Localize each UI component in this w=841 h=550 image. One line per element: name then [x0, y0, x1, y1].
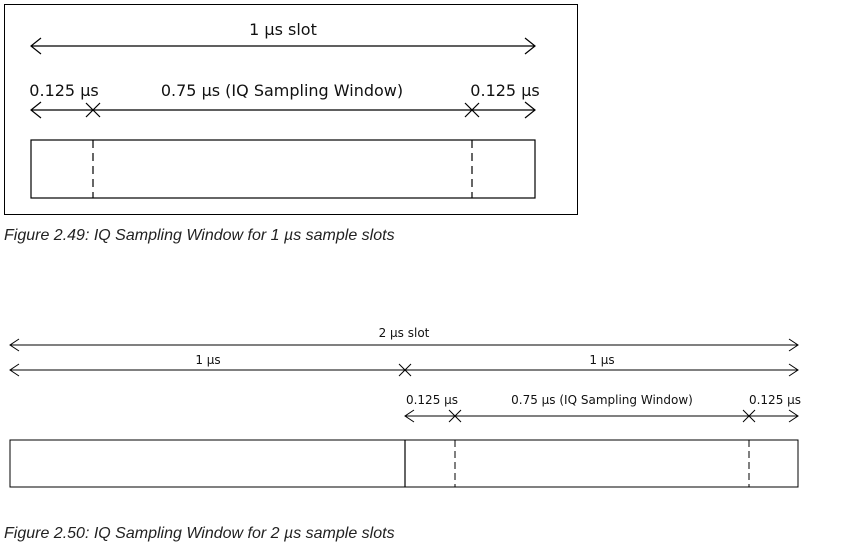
fig2-segment-arrows — [404, 409, 799, 423]
fig2-first-half-label: 1 µs — [195, 353, 220, 367]
fig1-slot-label: 1 µs slot — [249, 20, 317, 39]
fig1-slot-arrow — [30, 37, 536, 55]
figure-2-50-caption: Figure 2.50: IQ Sampling Window for 2 µs… — [4, 525, 395, 542]
fig1-window-label: 0.75 µs (IQ Sampling Window) — [161, 81, 403, 100]
fig2-slot-bar — [9, 439, 799, 488]
fig1-right-guard-label: 0.125 µs — [470, 81, 539, 100]
fig1-segment-arrows — [30, 101, 536, 119]
fig1-left-guard-label: 0.125 µs — [29, 81, 98, 100]
fig2-right-guard-label: 0.125 µs — [749, 393, 801, 407]
fig2-slot-label: 2 µs slot — [379, 326, 430, 340]
fig2-slot-arrow — [9, 338, 799, 352]
fig2-left-guard-label: 0.125 µs — [406, 393, 458, 407]
figure-2-49-caption: Figure 2.49: IQ Sampling Window for 1 µs… — [4, 227, 395, 244]
fig2-window-label: 0.75 µs (IQ Sampling Window) — [511, 393, 693, 407]
fig2-half-arrows — [9, 363, 799, 377]
fig1-slot-bar — [30, 139, 536, 199]
fig2-second-half-label: 1 µs — [589, 353, 614, 367]
